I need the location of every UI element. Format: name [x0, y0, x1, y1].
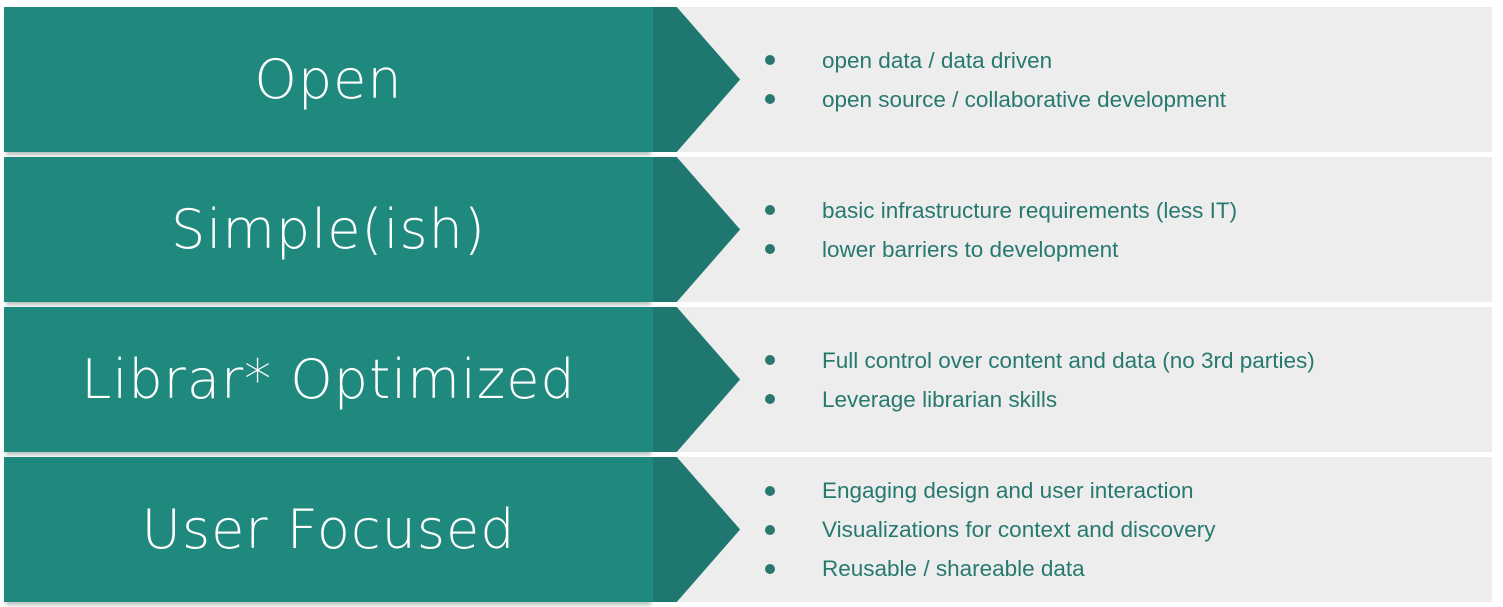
- bullet-item: Reusable / shareable data: [765, 549, 1216, 588]
- bullet-item: lower barriers to development: [765, 230, 1237, 269]
- bullet-dot-icon: [765, 485, 775, 496]
- bullet-dot-icon: [765, 355, 775, 365]
- bullet-item: Visualizations for context and discovery: [765, 510, 1216, 549]
- banner-label: Simple(ish): [171, 198, 486, 261]
- row-user-focused: Engaging design and user interaction Vis…: [0, 457, 1503, 602]
- row-open: open data / data driven open source / co…: [0, 7, 1503, 152]
- arrow-banner: User Focused: [4, 457, 653, 602]
- bullet-list: open data / data driven open source / co…: [653, 41, 1246, 119]
- arrow-banner: Simple(ish): [4, 157, 653, 302]
- bullet-text: open data / data driven: [822, 47, 1053, 73]
- bullet-list: basic infrastructure requirements (less …: [653, 191, 1257, 269]
- banner-label: Librar* Optimized: [81, 348, 576, 411]
- banner-label: User Focused: [141, 498, 516, 561]
- bullet-list: Full control over content and data (no 3…: [653, 341, 1335, 419]
- bullet-item: Engaging design and user interaction: [765, 471, 1216, 510]
- bullet-dot-icon: [765, 524, 775, 535]
- bullet-item: open data / data driven: [765, 41, 1226, 80]
- bullet-dot-icon: [765, 94, 775, 104]
- row-librar-optimized: Full control over content and data (no 3…: [0, 307, 1503, 452]
- banner-label: Open: [254, 48, 403, 111]
- bullet-dot-icon: [765, 394, 775, 404]
- bullet-item: open source / collaborative development: [765, 80, 1226, 119]
- bullet-panel: Full control over content and data (no 3…: [653, 307, 1492, 452]
- bullet-panel: Engaging design and user interaction Vis…: [653, 457, 1492, 602]
- bullet-item: basic infrastructure requirements (less …: [765, 191, 1237, 230]
- bullet-text: basic infrastructure requirements (less …: [822, 197, 1238, 223]
- bullet-item: Full control over content and data (no 3…: [765, 341, 1315, 380]
- bullet-dot-icon: [765, 205, 775, 215]
- arrow-banner: Librar* Optimized: [4, 307, 653, 452]
- bullet-panel: basic infrastructure requirements (less …: [653, 157, 1492, 302]
- bullet-list: Engaging design and user interaction Vis…: [653, 471, 1236, 588]
- bullet-text: Visualizations for context and discovery: [822, 517, 1216, 542]
- arrow-banner: Open: [4, 7, 653, 152]
- bullet-text: Engaging design and user interaction: [822, 478, 1194, 503]
- bullet-text: open source / collaborative development: [822, 86, 1227, 112]
- bullet-dot-icon: [765, 244, 775, 254]
- bullet-text: lower barriers to development: [822, 236, 1119, 262]
- row-simple: basic infrastructure requirements (less …: [0, 157, 1503, 302]
- bullet-item: Leverage librarian skills: [765, 380, 1315, 419]
- bullet-dot-icon: [765, 55, 775, 65]
- bullet-text: Leverage librarian skills: [822, 386, 1058, 412]
- bullet-text: Full control over content and data (no 3…: [822, 347, 1315, 373]
- bullet-panel: open data / data driven open source / co…: [653, 7, 1492, 152]
- bullet-dot-icon: [765, 563, 775, 574]
- bullet-text: Reusable / shareable data: [822, 556, 1085, 581]
